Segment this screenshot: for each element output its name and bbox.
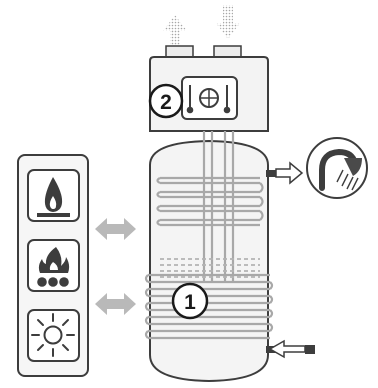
heat-pump-coil — [156, 176, 264, 227]
heat-pump-module-icon — [181, 76, 238, 120]
heat-pump-unit: 2 — [148, 45, 269, 132]
storage-tank: 1 — [144, 131, 315, 383]
dashed-coil-section — [160, 258, 260, 278]
heat-pump-number-badge: 2 — [148, 83, 184, 119]
shower-icon — [306, 137, 368, 199]
coil-number-badge: 1 — [171, 282, 209, 320]
air-intake-arrow — [216, 5, 240, 39]
hot-water-outlet-pipe — [266, 161, 304, 185]
svg-text:2: 2 — [160, 91, 172, 114]
heat-source-panel — [17, 154, 89, 377]
biomass-fire-icon — [27, 239, 80, 292]
heat-exchange-arrow-upper — [95, 218, 136, 240]
wrap-around-coil — [144, 273, 274, 340]
heat-exchange-arrow-lower — [95, 293, 136, 315]
gas-flame-icon — [27, 169, 80, 222]
solar-sun-icon — [27, 309, 80, 362]
svg-text:1: 1 — [184, 291, 196, 314]
cold-water-inlet-pipe — [266, 339, 315, 359]
air-exhaust-arrow — [163, 15, 187, 45]
